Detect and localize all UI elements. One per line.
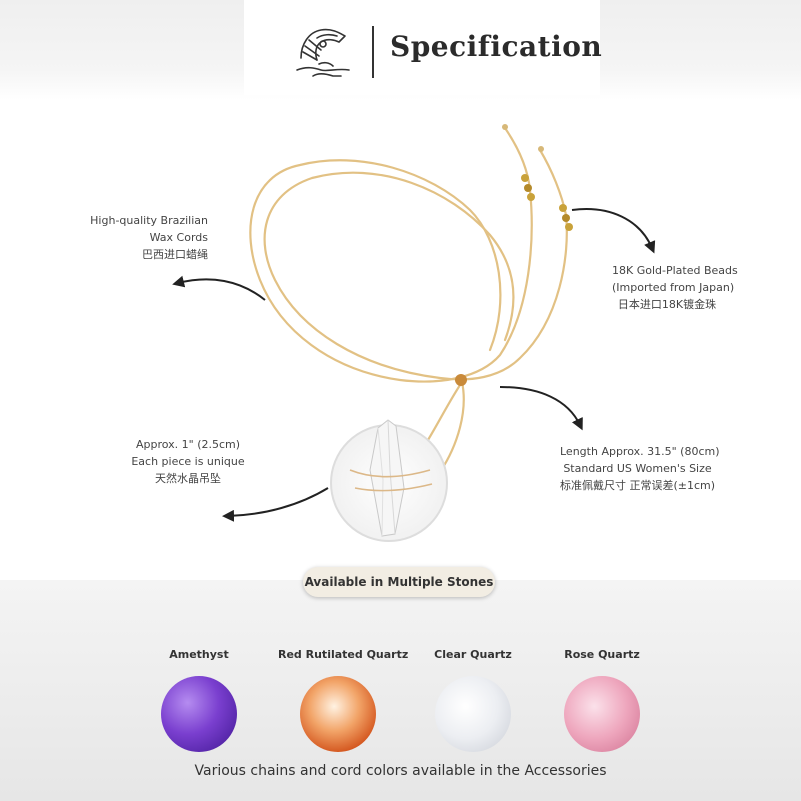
beads-line3: 日本进口18K镀金珠 xyxy=(617,298,717,311)
wax-cords-label: High-quality Brazilian Wax Cords 巴西进口蜡绳 xyxy=(90,212,208,263)
pendant-size-line2: Each piece is unique xyxy=(131,455,245,468)
rose-quartz-swatch xyxy=(564,676,640,752)
page-title: Specification xyxy=(390,30,603,63)
crystal-pendant xyxy=(330,419,448,542)
length-line2: Standard US Women's Size xyxy=(563,462,712,475)
stone-option-clear-quartz[interactable]: Clear Quartz xyxy=(413,645,533,752)
header-band xyxy=(0,0,801,100)
beads-label: 18K Gold-Plated Beads (Imported from Jap… xyxy=(612,262,738,313)
stone-option-red-rutilated-quartz[interactable]: Red Rutilated Quartz xyxy=(278,645,409,752)
stone-name: Rose Quartz xyxy=(564,648,640,661)
length-line1: Length Approx. 31.5" (80cm) xyxy=(560,445,720,458)
beads-line2: (Imported from Japan) xyxy=(612,281,735,294)
length-line3: 标准佩戴尺寸 正常误差(±1cm) xyxy=(560,479,716,492)
wax-cords-line1: High-quality Brazilian xyxy=(90,214,208,227)
wax-cords-line2: Wax Cords xyxy=(149,231,208,244)
red-rutilated-quartz-swatch xyxy=(300,676,376,752)
annotation-arrows xyxy=(172,208,656,522)
stone-option-amethyst[interactable]: Amethyst xyxy=(139,645,259,752)
necklace-illustration xyxy=(172,124,656,542)
header-divider xyxy=(372,26,374,78)
accessories-note: Various chains and cord colors available… xyxy=(194,763,607,779)
stones-section xyxy=(0,580,801,801)
wax-cords-line3: 巴西进口蜡绳 xyxy=(142,248,208,261)
pendant-size-line1: Approx. 1" (2.5cm) xyxy=(135,438,241,451)
amethyst-swatch xyxy=(161,676,237,752)
stones-heading-badge: Available in Multiple Stones xyxy=(303,567,495,597)
stone-name: Clear Quartz xyxy=(434,648,512,661)
bird-logo-icon xyxy=(296,28,350,77)
pendant-size-label: Approx. 1" (2.5cm) Each piece is unique … xyxy=(128,436,248,487)
cord-strands xyxy=(249,126,568,474)
pendant-size-line3: 天然水晶吊坠 xyxy=(155,472,221,485)
length-label: Length Approx. 31.5" (80cm) Standard US … xyxy=(560,443,720,494)
stone-option-rose-quartz[interactable]: Rose Quartz xyxy=(542,645,662,752)
gold-beads xyxy=(455,124,573,386)
stone-name: Amethyst xyxy=(169,648,229,661)
clear-quartz-swatch xyxy=(435,676,511,752)
beads-line1: 18K Gold-Plated Beads xyxy=(612,264,738,277)
stone-name: Red Rutilated Quartz xyxy=(278,648,409,661)
